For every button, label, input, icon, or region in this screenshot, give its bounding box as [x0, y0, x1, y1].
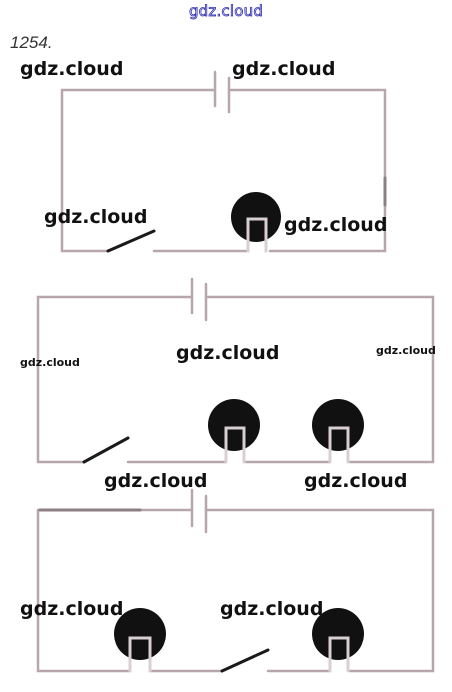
watermark: gdz.cloud [104, 470, 208, 492]
watermark: gdz.cloud [376, 344, 436, 357]
watermark: gdz.cloud [20, 356, 80, 369]
problem-number: 1254. [10, 33, 53, 52]
switch-1 [106, 229, 156, 253]
circuit-1-wire [60, 88, 217, 253]
lamp-3 [312, 399, 364, 451]
watermark: gdz.cloud [284, 214, 388, 236]
watermark: gdz.cloud [176, 342, 280, 364]
switch-2 [82, 436, 130, 464]
circuit-2-wire [204, 295, 435, 464]
circuit-3-wire [204, 508, 435, 673]
lamp-4 [114, 608, 166, 660]
switch-3 [220, 648, 270, 673]
lamp-5 [312, 608, 364, 660]
watermark: gdz.cloud [44, 206, 148, 228]
watermark: gdz.cloud [20, 58, 124, 80]
circuit-3 [36, 488, 435, 673]
lamp-1-filament [246, 217, 268, 253]
circuit-1 [60, 70, 387, 253]
site-mark: gdz.cloud [188, 2, 264, 21]
lamp-2 [208, 399, 260, 451]
circuit-1-wire [227, 88, 387, 253]
watermark: gdz.cloud [20, 598, 124, 620]
circuit-2-wire [36, 295, 194, 464]
watermark: gdz.cloud [220, 598, 324, 620]
lamp-4-filament [128, 636, 152, 673]
lamp-1 [231, 192, 281, 242]
circuit-3-wire [36, 508, 194, 673]
watermark: gdz.cloud [304, 470, 408, 492]
lamp-2-filament [224, 426, 246, 464]
watermark: gdz.cloud [232, 58, 336, 80]
lamp-3-filament [328, 426, 350, 464]
lamp-5-filament [328, 636, 350, 673]
circuit-2 [36, 277, 435, 464]
